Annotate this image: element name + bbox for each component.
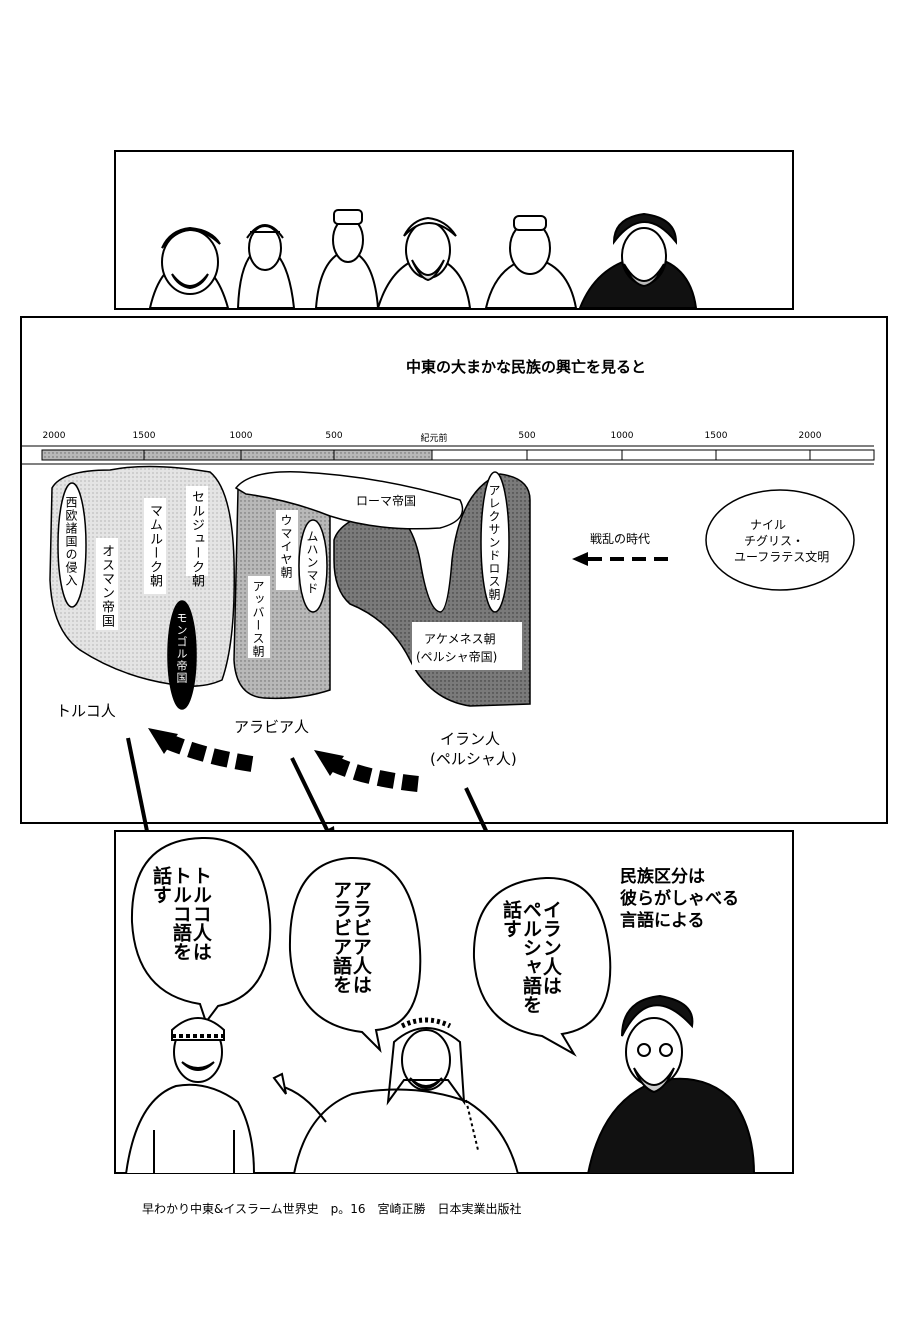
tick-label: 500 xyxy=(325,431,343,441)
caption-line-3: 言語による xyxy=(620,911,705,931)
label-iran-2: (ペルシャ人) xyxy=(430,750,517,768)
top-figures-panel xyxy=(114,150,794,310)
label-arab: アラビア人 xyxy=(234,718,310,736)
label-alexander: アレクサンドロス朝 xyxy=(487,484,501,601)
mongol-oval xyxy=(167,600,197,710)
bubble-line: イラン人は xyxy=(539,900,562,995)
label-iran-1: イラン人 xyxy=(440,730,501,748)
war-era-arrow xyxy=(572,552,668,566)
turk-bubble-text: トルコ人は トルコ語を 話す xyxy=(149,866,212,961)
arab-to-turk-arrow xyxy=(148,728,254,772)
tick-label: 1500 xyxy=(132,431,156,441)
label-west-invasion: 西欧諸国の侵入 xyxy=(64,496,78,587)
muhammad-oval xyxy=(298,519,328,613)
alexander-oval xyxy=(480,471,510,613)
bubble-line: 話す xyxy=(149,866,172,904)
caption-line-2: 彼らがしゃべる xyxy=(620,889,739,909)
tick-label: 500 xyxy=(518,431,536,441)
figure-arab-man xyxy=(272,1017,520,1174)
seljuk-box xyxy=(186,486,208,576)
achaemenid-box xyxy=(412,622,522,670)
tick-label: 1000 xyxy=(229,431,253,441)
iran-bubble xyxy=(472,876,612,1057)
label-mongol: モンゴル帝国 xyxy=(175,612,188,684)
figure-cleric xyxy=(578,212,698,309)
figure-cleric-bottom xyxy=(586,994,756,1174)
abbasid-box xyxy=(248,576,270,658)
figure-bearded-turban-man xyxy=(376,216,472,309)
figure-turban-man xyxy=(148,226,230,309)
label-achaemenid-1: アケメネス朝 xyxy=(424,632,496,646)
label-achaemenid-2: (ペルシャ帝国) xyxy=(416,650,498,664)
iran-to-arab-arrow xyxy=(314,750,419,792)
label-umayyad: ウマイヤ朝 xyxy=(279,514,293,579)
citation: 早わかり中東&イスラーム世界史 p。16 宮崎正勝 日本実業出版社 xyxy=(142,1202,522,1216)
tick-label: 1500 xyxy=(704,431,728,441)
ottoman-box xyxy=(96,538,118,630)
civilization-oval xyxy=(705,489,855,591)
bubble-line: ペルシャ語を xyxy=(519,900,542,1014)
tick-label: 2000 xyxy=(42,431,66,441)
bubble-line: トルコ語を xyxy=(169,866,192,961)
label-mamluk: マムルーク朝 xyxy=(147,504,162,588)
label-rome: ローマ帝国 xyxy=(356,494,417,508)
label-turk: トルコ人 xyxy=(56,702,116,720)
figure-ghutra-man xyxy=(236,224,296,309)
label-abbasid: アッバース朝 xyxy=(251,580,265,658)
bubble-line: アラビア語を xyxy=(329,880,352,994)
caption-line-1: 民族区分は xyxy=(620,867,705,887)
label-muhammad: ムハンマド xyxy=(305,530,319,595)
label-ottoman: オスマン帝国 xyxy=(99,544,114,628)
label-civ-3: ユーフラテス文明 xyxy=(734,550,830,564)
mamluk-box xyxy=(144,498,166,594)
tick-label: 1000 xyxy=(610,431,634,441)
iran-bubble-text: イラン人は ペルシャ語を 話す xyxy=(499,900,562,1014)
west-invasion-oval xyxy=(57,482,87,608)
timeline-bar xyxy=(20,445,875,465)
bottom-illustration xyxy=(124,836,756,1174)
tick-label: 紀元前 xyxy=(420,434,448,444)
bubble-line: 話す xyxy=(499,900,522,938)
figure-turk-man xyxy=(124,1017,256,1174)
label-civ-1: ナイル xyxy=(750,518,787,532)
label-war-era: 戦乱の時代 xyxy=(590,532,651,546)
diagram-title: 中東の大まかな民族の興亡を見ると xyxy=(406,358,647,376)
figures-illustration xyxy=(148,209,698,309)
bubble-line: アラビア人は xyxy=(349,880,372,994)
bubble-line: トルコ人は xyxy=(189,866,212,961)
arab-bubble-text: アラビア人は アラビア語を xyxy=(329,880,372,994)
tick-label: 2000 xyxy=(798,431,822,441)
label-seljuk: セルジューク朝 xyxy=(189,490,204,588)
label-civ-2: チグリス・ xyxy=(744,534,805,548)
rome-region xyxy=(234,471,464,530)
umayyad-box xyxy=(276,510,298,590)
arab-bubble xyxy=(288,856,422,1054)
figure-cap-man xyxy=(314,209,380,309)
figure-old-cap-man xyxy=(484,215,578,309)
